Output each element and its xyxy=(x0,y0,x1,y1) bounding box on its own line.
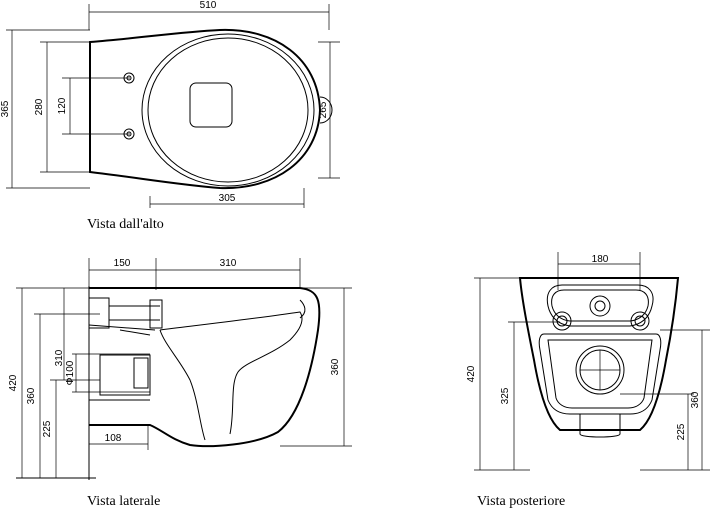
dim-420-rear: 420 xyxy=(466,365,477,382)
dim-420-side: 420 xyxy=(8,374,19,391)
dim-310: 310 xyxy=(220,258,237,269)
dim-360-side: 360 xyxy=(26,387,37,404)
dim-265: 265 xyxy=(318,101,329,118)
dim-360-right: 360 xyxy=(330,358,341,375)
dim-150: 150 xyxy=(114,258,131,269)
caption-top-view: Vista dall'alto xyxy=(87,217,164,232)
dim-225-side: 225 xyxy=(42,420,53,437)
caption-rear-view: Vista posteriore xyxy=(477,494,565,509)
dim-280: 280 xyxy=(34,98,45,115)
dim-180: 180 xyxy=(592,254,609,265)
top-view: 510 365 280 120 265 xyxy=(0,0,340,232)
caption-side-view: Vista laterale xyxy=(87,494,160,509)
dim-phi100: Φ100 xyxy=(65,360,76,385)
dim-365: 365 xyxy=(0,100,11,117)
dim-225-rear: 225 xyxy=(676,423,687,440)
dim-310-vertical: 310 xyxy=(54,349,65,366)
dim-510: 510 xyxy=(200,0,217,11)
rear-view: 180 420 325 225 xyxy=(466,252,710,509)
dim-325: 325 xyxy=(500,387,511,404)
dim-108: 108 xyxy=(105,433,122,444)
side-view: 150 310 420 360 225 310 Φ100 xyxy=(8,258,352,509)
dim-305: 305 xyxy=(219,193,236,204)
dim-120: 120 xyxy=(57,97,68,114)
dim-360-rear: 360 xyxy=(690,391,701,408)
